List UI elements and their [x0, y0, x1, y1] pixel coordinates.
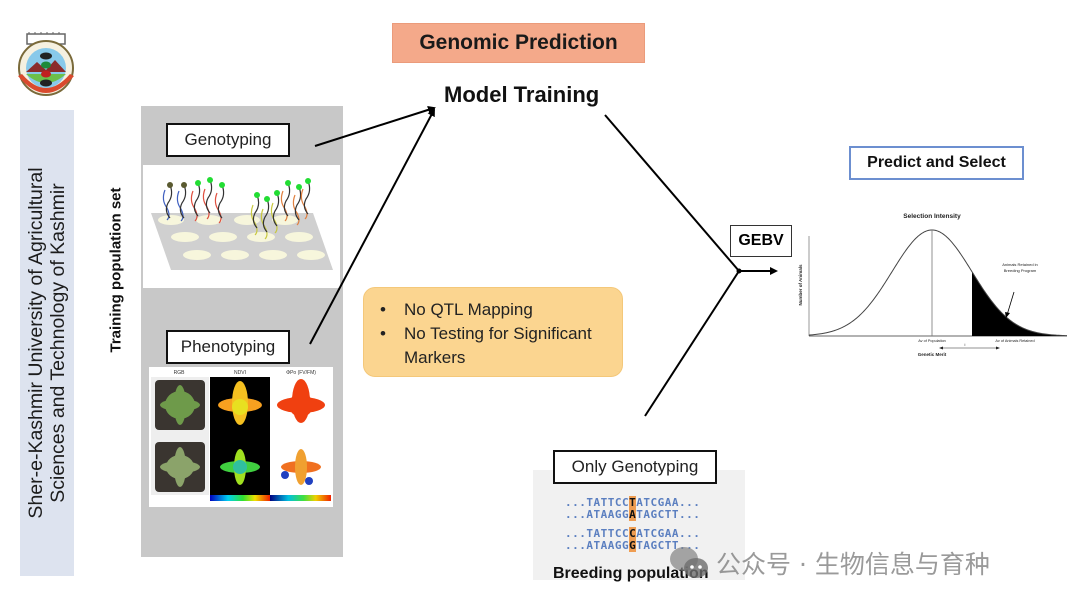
col-label-ndvi: NDVI — [234, 370, 246, 376]
retained-tail-area — [972, 271, 1067, 336]
annotation-arrow — [1006, 291, 1015, 316]
x-axis-label: Genetic Merit — [918, 352, 947, 357]
ndvi-plant-2 — [220, 449, 260, 485]
rgb-plant-1 — [160, 385, 200, 425]
gebv-label: GEBV — [730, 225, 792, 257]
sequence-row: ...ATAAGGATAGCTT... — [565, 508, 701, 521]
phenotyping-plant-images: RGB NDVI ΦPo (FV/FM) — [149, 367, 333, 507]
selection-intensity-chart: Selection Intensity Number of Animals Av… — [798, 213, 1068, 357]
snp-highlight: T — [629, 496, 637, 509]
model-training-label: Model Training — [444, 82, 600, 107]
only-genotyping-label: Only Genotyping — [553, 450, 717, 484]
watermark-text: 公众号 · 生物信息与育种 — [716, 550, 990, 579]
col-label-rgb: RGB — [174, 370, 186, 376]
page-title: Genomic Prediction — [392, 23, 645, 63]
training-population-label: Training population set — [107, 187, 125, 353]
sequence-row: ...TATTCCCATCGAA... — [565, 527, 701, 540]
sequence-row: ...TATTCCTATCGAA... — [565, 496, 701, 509]
notes-box: No QTL Mapping No Testing for Significan… — [363, 287, 623, 377]
sequence-row: ...ATAAGGGTAGCTT... — [565, 539, 701, 552]
fvfm-color-scale — [270, 495, 331, 501]
breeding-population-panel — [533, 470, 745, 580]
chart-title: Selection Intensity — [903, 213, 961, 220]
chip-wells — [158, 215, 325, 260]
junction-point — [736, 268, 742, 274]
mean-label: Av of Population — [918, 339, 946, 343]
genotyping-label: Genotyping — [166, 123, 290, 157]
retained-annotation: Animals Retained in Breeding Program — [1002, 262, 1038, 273]
university-name-line2: Sciences and Technology of Kashmir — [47, 183, 69, 503]
bell-curve — [808, 229, 1068, 337]
intensity-symbol: i — [965, 342, 966, 347]
fluorescent-tags — [167, 177, 311, 202]
ndvi-color-scale — [210, 495, 270, 501]
rgb-plant-2 — [160, 447, 200, 487]
note-item: No QTL Mapping — [380, 298, 612, 322]
line-breeding-to-junction — [644, 270, 740, 417]
university-banner: Sher-e-Kashmir University of Agricultura… — [20, 110, 74, 576]
col-label-fvfm: ΦPo (FV/FM) — [286, 370, 316, 376]
retained-mean-label: Av of Animals Retained — [995, 339, 1034, 343]
fvfm-plant-2 — [281, 449, 321, 485]
university-name-line1: Sher-e-Kashmir University of Agricultura… — [25, 167, 47, 519]
university-name: Sher-e-Kashmir University of Agricultura… — [25, 113, 69, 573]
breeding-population-label: Breeding population — [553, 565, 709, 582]
university-logo-icon — [18, 32, 74, 96]
y-axis-label: Number of Animals — [798, 264, 803, 306]
phenotyping-label: Phenotyping — [166, 330, 290, 364]
snp-highlight: A — [629, 508, 637, 521]
wechat-icon — [670, 547, 708, 578]
fvfm-plant-1 — [277, 379, 325, 423]
watermark: 公众号 · 生物信息与育种 — [668, 545, 990, 581]
dna-strands — [162, 179, 311, 240]
line-model-to-junction — [604, 114, 740, 272]
snp-highlight: C — [629, 527, 637, 540]
genotyping-chip-illustration — [143, 165, 340, 288]
predict-select-label: Predict and Select — [849, 146, 1024, 180]
note-item: No Testing for Significant Markers — [380, 322, 612, 370]
snp-highlight: G — [629, 539, 637, 552]
ndvi-plant-1 — [218, 381, 262, 425]
